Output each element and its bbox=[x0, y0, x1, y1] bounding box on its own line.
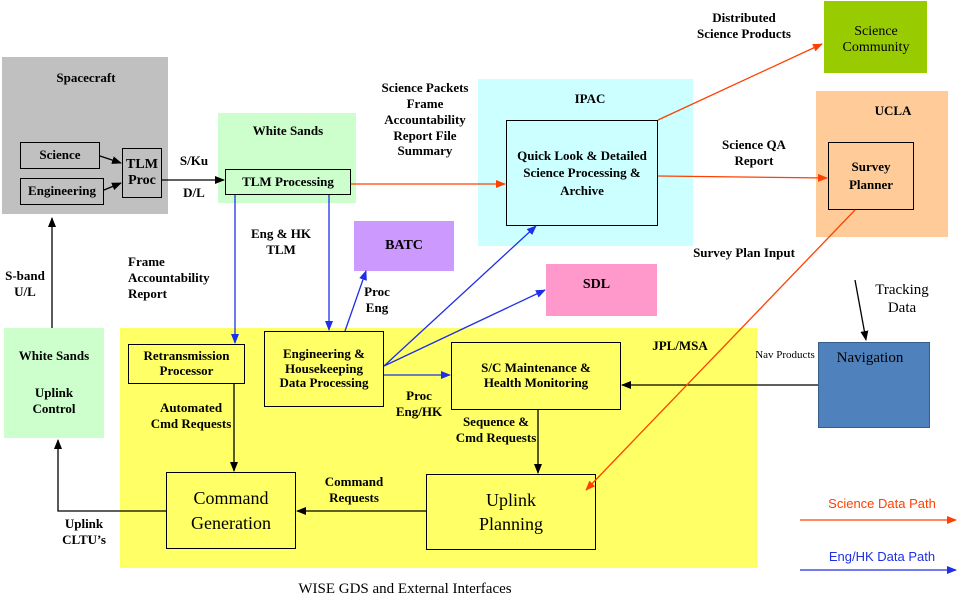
sdl-region bbox=[546, 264, 657, 316]
spacecraft-region bbox=[2, 57, 168, 214]
science-community-region bbox=[824, 1, 927, 73]
navigation-title: Navigation bbox=[836, 350, 904, 366]
eng-path-arrows bbox=[231, 195, 957, 574]
eng-hk-box: Engineering & Housekeeping Data Processi… bbox=[264, 331, 384, 407]
batc-title: BATC bbox=[385, 238, 423, 253]
diagram-caption: WISE GDS and External Interfaces bbox=[298, 581, 512, 597]
s-ku-label: S/Ku bbox=[179, 153, 209, 168]
white-sands-top-region bbox=[218, 113, 356, 203]
uplink-cltus-label: Uplink CLTU’s bbox=[62, 516, 106, 547]
uplink-control-label: Uplink Control bbox=[32, 385, 76, 416]
sc-maintenance-box: S/C Maintenance & Health Monitoring bbox=[451, 342, 621, 410]
frame-accountability-report-label: Frame Accountability Report bbox=[128, 254, 210, 301]
science-packets-label: Science Packets Frame Accountability Rep… bbox=[381, 80, 469, 159]
command-generation-box: Command Generation bbox=[166, 472, 296, 549]
s-band-ul-label: S-band U/L bbox=[5, 268, 45, 299]
command-requests-label: Command Requests bbox=[324, 474, 384, 505]
proc-eng-hk-label: Proc Eng/HK bbox=[395, 388, 443, 419]
jpl-msa-title: JPL/MSA bbox=[652, 338, 708, 353]
eng-hk-tlm-label: Eng & HK TLM bbox=[251, 226, 311, 257]
black-arrows bbox=[48, 155, 869, 515]
jpl-msa-region bbox=[120, 328, 757, 568]
science-qa-report-label: Science QA Report bbox=[722, 137, 786, 168]
tracking-data-label: Tracking Data bbox=[875, 282, 929, 317]
navigation-region bbox=[818, 342, 930, 428]
tlm-proc-box: TLM Proc bbox=[122, 148, 162, 198]
sdl-title: SDL bbox=[582, 277, 611, 292]
proc-eng-top-label: Proc Eng bbox=[364, 284, 390, 315]
retransmission-box: Retransmission Processor bbox=[128, 344, 245, 384]
spacecraft-title: Spacecraft bbox=[56, 70, 116, 85]
engineering-box: Engineering bbox=[20, 178, 104, 205]
ipac-title: IPAC bbox=[574, 91, 606, 106]
ucla-region bbox=[816, 91, 948, 237]
quick-look-box: Quick Look & Detailed Science Processing… bbox=[506, 120, 658, 226]
legend-eng-label: Eng/HK Data Path bbox=[828, 549, 936, 564]
uplink-planning-box: Uplink Planning bbox=[426, 474, 596, 550]
science-path-arrows bbox=[351, 43, 957, 524]
science-box: Science bbox=[20, 142, 100, 169]
nav-products-label: Nav Products bbox=[755, 349, 815, 361]
survey-planner-box: Survey Planner bbox=[828, 142, 914, 210]
white-sands-uplink-region bbox=[4, 328, 104, 438]
tlm-processing-box: TLM Processing bbox=[225, 169, 351, 195]
legend-science-label: Science Data Path bbox=[828, 496, 936, 511]
sequence-cmd-requests-label: Sequence & Cmd Requests bbox=[455, 414, 537, 445]
survey-plan-input-label: Survey Plan Input bbox=[693, 245, 795, 260]
batc-region bbox=[354, 221, 454, 271]
ucla-title: UCLA bbox=[874, 103, 912, 118]
automated-cmd-requests-label: Automated Cmd Requests bbox=[150, 400, 232, 431]
science-community-label: Science Community bbox=[842, 23, 910, 55]
white-sands-uplink-title: White Sands bbox=[18, 348, 90, 363]
distributed-science-products-label: Distributed Science Products bbox=[697, 10, 791, 41]
d-l-label: D/L bbox=[183, 185, 205, 200]
white-sands-top-title: White Sands bbox=[252, 123, 324, 138]
